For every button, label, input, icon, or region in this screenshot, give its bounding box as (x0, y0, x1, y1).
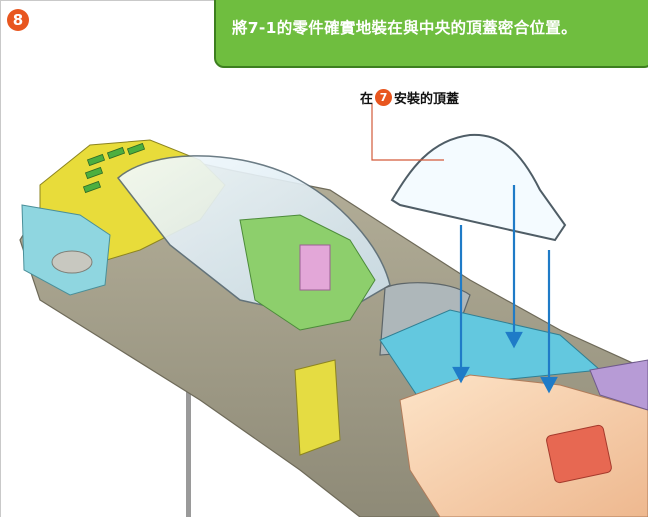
step-number-badge: 8 (7, 9, 29, 31)
cockpit-seat (299, 244, 331, 291)
instruction-text: 將7-1的零件確實地裝在與中央的頂蓋密合位置。 (232, 19, 577, 37)
callout-suffix: 安裝的頂蓋 (394, 92, 460, 107)
red-nose-panel (546, 424, 612, 484)
nose-cone (399, 374, 648, 517)
instruction-box (214, 0, 648, 68)
side-probe (51, 250, 93, 274)
canopy-callout: 在 7 安裝的頂蓋 (360, 88, 459, 107)
callout-leader-line (371, 104, 444, 161)
purple-wing-section (589, 359, 648, 411)
display-stand (186, 372, 191, 517)
green-vents (82, 142, 146, 194)
assembly-arrows (452, 185, 558, 394)
callout-prefix: 在 (360, 92, 374, 107)
yellow-lower-panel (294, 359, 341, 456)
callout-step-ref: 7 (375, 89, 393, 106)
cyan-side-panel (21, 204, 111, 296)
detached-canopy (390, 133, 567, 242)
